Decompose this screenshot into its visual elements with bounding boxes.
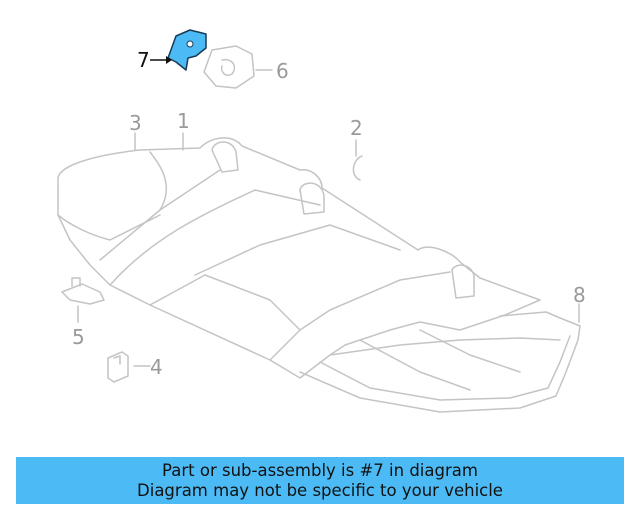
- clip-4-shape: [107, 351, 129, 383]
- wire-frame-inner: [319, 335, 571, 401]
- leader-7-arrowhead: [166, 56, 172, 64]
- seat-cushion-seam-4: [194, 224, 401, 276]
- seat-cushion-edge: [57, 214, 161, 241]
- bolster-1: [211, 141, 239, 173]
- wire-frame-cross-2: [419, 329, 521, 373]
- bracket-5-shape: [61, 277, 105, 305]
- seat-cushion-seam-3: [109, 189, 321, 286]
- seat-cushion-seam-2: [149, 151, 168, 211]
- seat-cushion-seam-5: [269, 271, 451, 361]
- wire-frame-outer: [299, 311, 581, 413]
- callout-2: 2: [350, 116, 363, 140]
- callout-1: 1: [177, 109, 190, 133]
- part-7-highlighted: [167, 29, 207, 71]
- seat-cushion-seam-6: [149, 274, 301, 331]
- info-banner: Part or sub-assembly is #7 in diagram Di…: [16, 457, 624, 504]
- bolster-3: [451, 264, 475, 299]
- callout-7: 7: [137, 48, 150, 72]
- banner-line-1: Part or sub-assembly is #7 in diagram: [162, 460, 478, 480]
- seat-cushion-outline: [57, 137, 541, 379]
- part-7-hole: [186, 40, 194, 48]
- callout-8: 8: [573, 283, 586, 307]
- callout-4: 4: [150, 355, 163, 379]
- wire-frame-cross-1: [359, 339, 471, 391]
- callout-5: 5: [72, 325, 85, 349]
- wire-frame-rail: [329, 337, 561, 356]
- hook-2-shape: [352, 155, 363, 181]
- bolster-2: [299, 182, 325, 215]
- callout-3: 3: [129, 111, 142, 135]
- callout-6: 6: [276, 59, 289, 83]
- banner-line-2: Diagram may not be specific to your vehi…: [137, 480, 503, 500]
- block-6-shape: [203, 45, 255, 89]
- parts-diagram: [57, 29, 581, 413]
